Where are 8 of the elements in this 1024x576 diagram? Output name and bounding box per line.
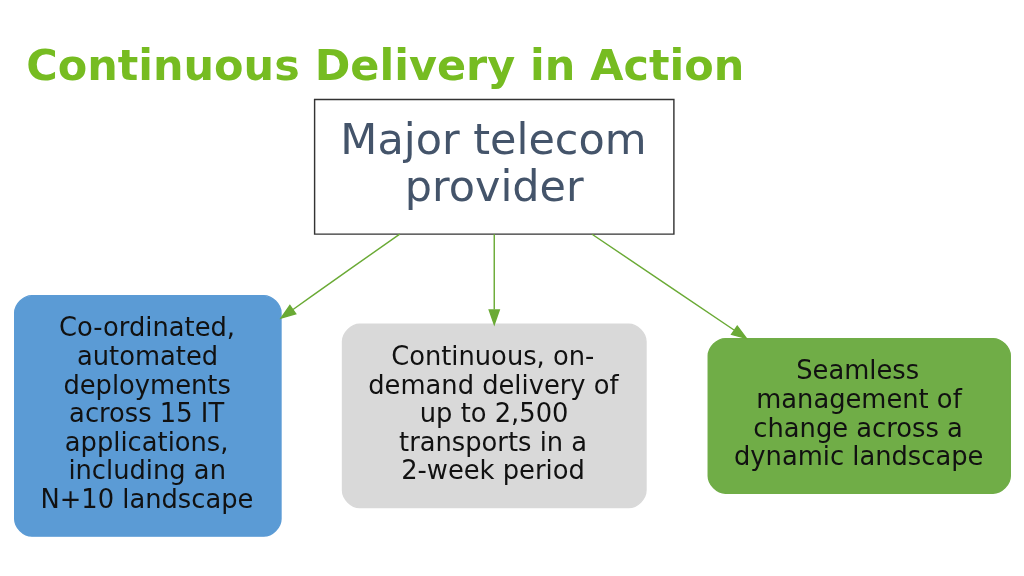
node-box: Continuous, on-demand delivery of up to 2,500 transports in a 2-week period (341, 323, 647, 508)
node-box: Major telecom provider (313, 98, 675, 235)
node-box: Co-ordinated, automated deployments across 15 IT applications, including an N+10 landscape (13, 294, 282, 537)
arrow (278, 232, 400, 319)
arrow (487, 233, 500, 326)
arrow (590, 233, 748, 339)
node-box: Seamless management of change across a dynamic landscape (707, 337, 1011, 494)
diagram-title: Continuous Delivery in Action (25, 39, 744, 90)
